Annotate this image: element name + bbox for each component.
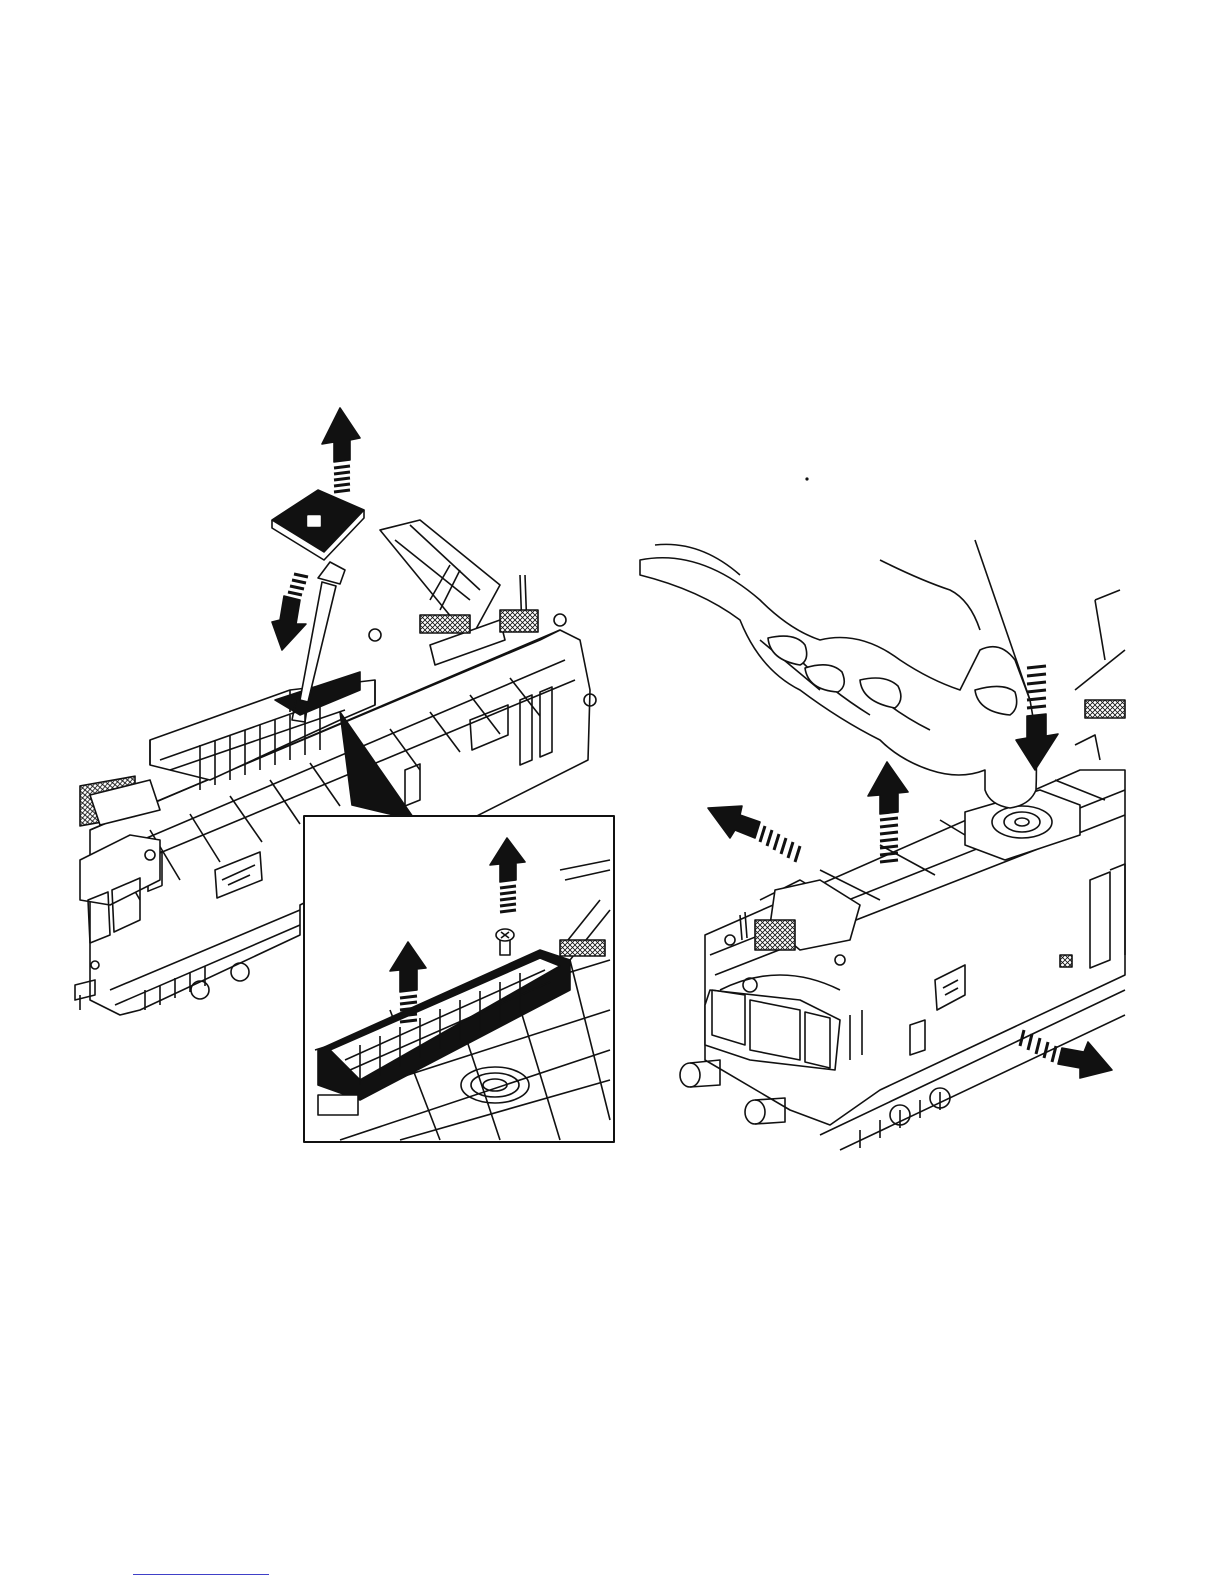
detail-inset [304, 816, 614, 1142]
footer-link-line[interactable] [133, 1574, 269, 1575]
left-arrow-icon [708, 806, 800, 862]
right-arrow-icon [1020, 1030, 1112, 1078]
up-arrow-icon [868, 762, 908, 862]
right-figure [640, 478, 1125, 1150]
left-figure [75, 408, 614, 1142]
hand-icon [640, 540, 1036, 808]
up-arrow-icon [322, 408, 360, 492]
cover-plate-icon [272, 490, 364, 560]
down-arrow-icon [272, 574, 308, 650]
speck [806, 478, 808, 480]
